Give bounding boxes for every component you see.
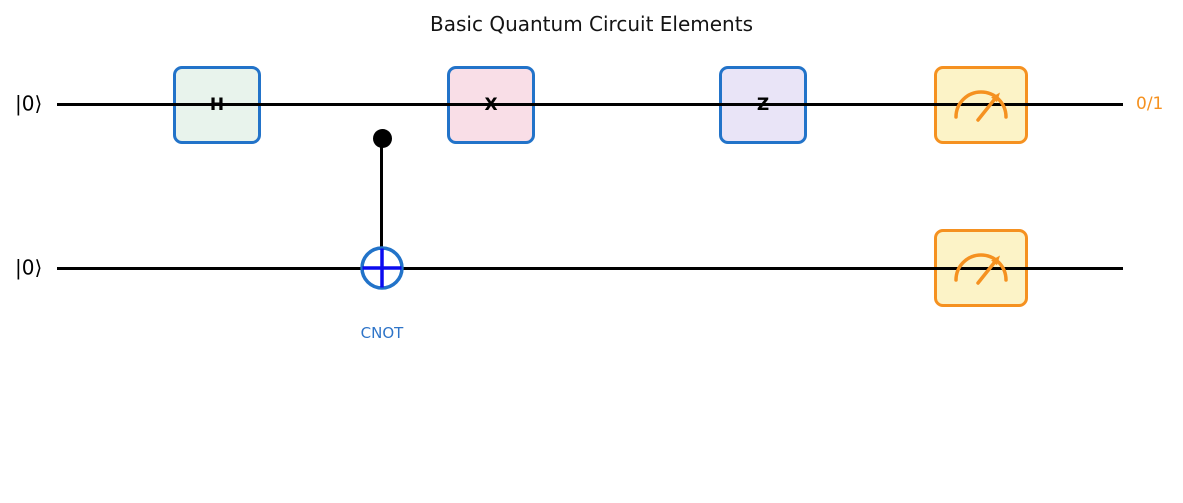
qubit1-ket-label: |0⟩ <box>15 255 43 280</box>
meter-gauge-icon <box>954 252 1008 285</box>
qubit1-wire <box>57 267 1123 270</box>
cnot-connector-line <box>380 138 383 268</box>
pauli-x-gate-label: X <box>484 95 498 115</box>
measurement-result-label: 0/1 <box>1136 94 1164 114</box>
qubit0-wire <box>57 103 1123 106</box>
qubit0-ket-label: |0⟩ <box>15 91 43 116</box>
cnot-label: CNOT <box>360 324 404 342</box>
figure-title: Basic Quantum Circuit Elements <box>430 12 753 36</box>
pauli-z-gate-label: Z <box>756 95 770 115</box>
xor-target-icon <box>360 246 404 290</box>
meter-gauge-icon <box>954 89 1008 122</box>
hadamard-gate-label: H <box>209 95 225 115</box>
control-dot-icon <box>373 129 392 148</box>
qubit1-measurement-gate <box>934 229 1028 307</box>
